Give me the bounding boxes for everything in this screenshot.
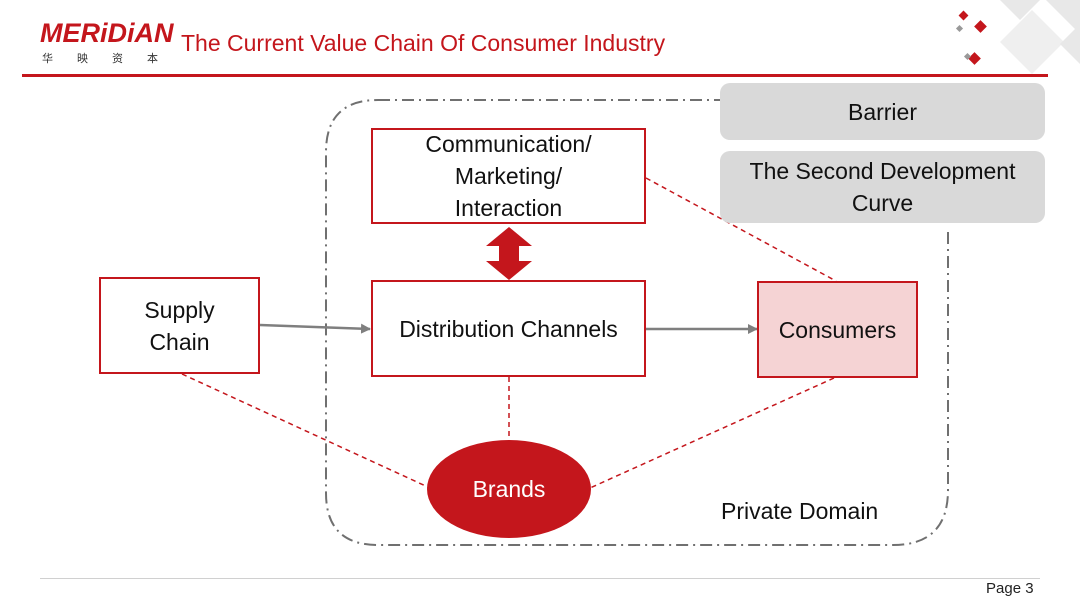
flow-arrow-supply-to-distribution (259, 323, 371, 334)
corner-decoration (955, 0, 1080, 74)
logo-wordmark: MERiDiAN (40, 18, 174, 48)
header-divider (22, 74, 1048, 77)
node-communication-line: Marketing/ (454, 163, 563, 189)
dashed-link-supply-brands (181, 373, 431, 489)
private-domain-label: Private Domain (721, 498, 879, 524)
double-arrow-icon (486, 227, 532, 280)
node-distribution-channels: Distribution Channels (371, 280, 646, 377)
node-distribution-label: Distribution Channels (399, 315, 618, 342)
footer-divider (40, 578, 1040, 579)
logo-subtitle-char: 本 (147, 52, 158, 65)
dashed-link-communication-consumers (645, 177, 837, 282)
callout-barrier: Barrier (720, 83, 1045, 140)
node-supply-chain-line: Supply (144, 296, 215, 323)
dashed-link-consumers-brands (589, 377, 835, 489)
callout-second-curve: The Second Development Curve (720, 151, 1045, 223)
node-communication-line: Interaction (454, 195, 563, 221)
callout-second-curve-line: Curve (851, 190, 914, 216)
private-domain-boundary (325, 99, 949, 546)
logo-subtitle-char: 映 (77, 52, 88, 65)
node-supply-chain: Supply Chain (99, 277, 260, 374)
logo-subtitle: 华 映 资 本 (42, 52, 158, 66)
company-logo: MERiDiAN 华 映 资 本 (40, 18, 174, 70)
callout-second-curve-line: The Second Development (749, 158, 1016, 184)
node-brands: Brands (427, 440, 591, 538)
node-consumers-label: Consumers (778, 316, 897, 343)
node-communication: Communication/ Marketing/ Interaction (371, 128, 646, 224)
node-consumers: Consumers (757, 281, 918, 378)
logo-subtitle-char: 华 (42, 52, 53, 65)
page-number: Page 3 (986, 580, 1034, 597)
node-brands-label: Brands (472, 475, 546, 502)
slide-title: The Current Value Chain Of Consumer Indu… (181, 30, 666, 56)
node-communication-line: Communication/ (425, 131, 592, 157)
logo-subtitle-char: 资 (112, 52, 123, 65)
node-supply-chain-line: Chain (149, 328, 210, 355)
callout-barrier-label: Barrier (847, 98, 917, 125)
